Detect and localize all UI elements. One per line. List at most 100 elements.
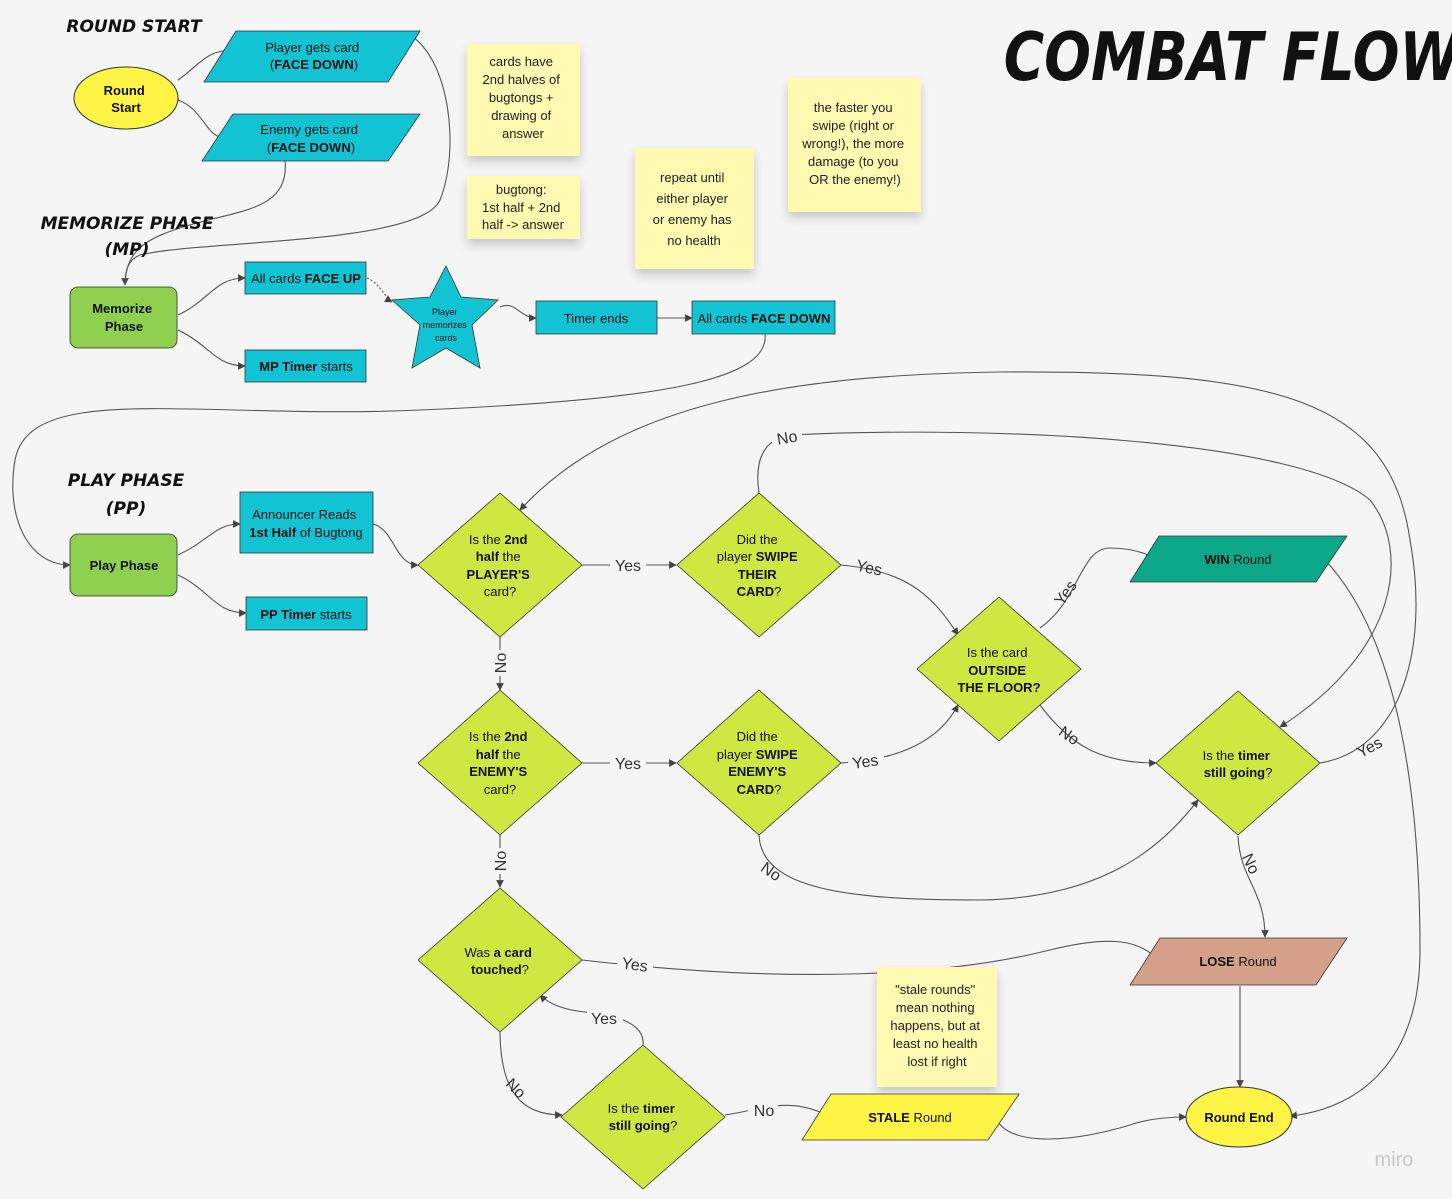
node-player-gets-card[interactable]: Player gets card (FACE DOWN) <box>203 30 421 83</box>
decision-swipe-their-card[interactable]: Did the player SWIPE THEIR CARD? <box>676 492 842 638</box>
edge-play-announcer <box>177 520 241 556</box>
svg-text:PP Timer starts: PP Timer starts <box>260 607 352 622</box>
section-memorize-abbr: (MP) <box>105 240 150 260</box>
node-lose-round[interactable]: LOSE Round <box>1129 937 1348 986</box>
node-mp-timer-starts[interactable]: MP Timer starts <box>244 349 367 383</box>
decision-player-half[interactable]: Is the 2nd half the PLAYER'S card? <box>417 492 583 638</box>
sticky-faster[interactable]: the faster you swipe (right or wrong!), … <box>788 78 921 212</box>
edge-win-end <box>1289 559 1421 1120</box>
edge-roundstart-enemy <box>177 99 227 142</box>
edge-timer-no-lose <box>1237 835 1269 938</box>
edge-enemy-memorize <box>124 159 286 286</box>
node-stale-round[interactable]: STALE Round <box>801 1093 1020 1141</box>
decision-enemy-half[interactable]: Is the 2nd half the ENEMY'S card? <box>417 689 583 836</box>
title-combat-flow: COMBAT FLOW <box>1004 19 1452 96</box>
section-memorize: MEMORIZE PHASE <box>41 214 214 234</box>
label-no-swipe-loop: No <box>776 428 799 448</box>
svg-text:Memorize Phase: Memorize Phase <box>92 301 156 334</box>
section-play: PLAY PHASE <box>68 471 185 491</box>
edge-swipeenemy-no-timer <box>758 799 1199 901</box>
decision-card-touched[interactable]: Was a card touched? <box>417 887 583 1033</box>
node-play-phase[interactable]: Play Phase <box>69 533 178 597</box>
svg-text:Did the player SWIPE: Did the player SWIPE THEIR CARD? <box>717 532 802 599</box>
label-no-d1: No <box>493 653 510 674</box>
label-no-timer-low: No <box>754 1103 775 1120</box>
sticky-stale[interactable]: "stale rounds" mean nothing happens, but… <box>877 967 997 1087</box>
svg-text:Enemy gets card (FACE DO: Enemy gets card (FACE DOWN) <box>260 122 361 155</box>
svg-text:STALE Round: STALE Round <box>868 1110 952 1125</box>
svg-text:Is the timer still going: Is the timer still going? <box>1203 748 1274 780</box>
label-no-timer-right: No <box>1238 851 1262 877</box>
label-yes-d2: Yes <box>615 756 641 773</box>
sticky-halves[interactable]: cards have 2nd halves of bugtongs + draw… <box>467 44 580 156</box>
edge-memorize-faceup <box>177 274 246 316</box>
svg-text:Announcer Reads 1st Half: Announcer Reads 1st Half of Bugtong <box>249 507 362 540</box>
node-round-start[interactable]: Round Start <box>73 66 179 130</box>
edge-outside-win <box>1039 547 1156 629</box>
svg-text:"stale rounds" mean noth: "stale rounds" mean nothing happens, but… <box>890 982 983 1069</box>
label-yes-touched: Yes <box>621 955 649 975</box>
svg-text:Player gets card (FACE D: Player gets card (FACE DOWN) <box>265 40 363 72</box>
svg-text:cards have 2nd halves of: cards have 2nd halves of bugtongs + draw… <box>483 54 564 141</box>
section-round-start: ROUND START <box>66 17 203 37</box>
label-no-d2: No <box>493 851 510 872</box>
svg-text:LOSE Round: LOSE Round <box>1199 954 1276 969</box>
node-enemy-gets-card[interactable]: Enemy gets card (FACE DOWN) <box>201 113 421 162</box>
edge-facedown-playphase <box>12 333 766 569</box>
svg-text:Did the player SWIPE: Did the player SWIPE ENEMY'S CARD? <box>717 729 802 797</box>
edge-memorizes-timerends <box>499 304 537 322</box>
edge-touched-timer <box>499 1029 563 1119</box>
svg-text:Play Phase: Play Phase <box>90 558 159 573</box>
edge-touched-lose <box>581 940 1159 976</box>
svg-text:bugtong: 1st half + 2nd: bugtong: 1st half + 2nd half -> answer <box>482 182 565 232</box>
svg-text:the faster you swipe (ri: the faster you swipe (right or wrong!), … <box>801 100 908 187</box>
edge-swipe-outside <box>839 564 959 636</box>
node-win-round[interactable]: WIN Round <box>1129 535 1348 583</box>
sticky-bugtong[interactable]: bugtong: 1st half + 2nd half -> answer <box>467 176 580 239</box>
svg-text:All cards FACE DOWN: All cards FACE DOWN <box>698 311 831 326</box>
node-announcer-reads[interactable]: Announcer Reads 1st Half of Bugtong <box>239 491 374 554</box>
svg-text:Is the card OUTSIDE: Is the card OUTSIDE THE FLOOR? <box>957 645 1040 695</box>
svg-text:Is the 2nd half the: Is the 2nd half the ENEMY'S card? <box>469 729 531 797</box>
decision-timer-still-going-bottom[interactable]: Is the timer still going? <box>560 1044 726 1190</box>
svg-text:Is the 2nd half the: Is the 2nd half the PLAYER'S card? <box>467 532 534 599</box>
svg-text:MP Timer starts: MP Timer starts <box>259 359 353 374</box>
edge-timer-touched-yes <box>539 994 644 1046</box>
svg-text:All cards FACE UP: All cards FACE UP <box>251 271 361 286</box>
svg-text:Is the timer still going: Is the timer still going? <box>608 1101 679 1133</box>
decision-swipe-enemy-card[interactable]: Did the player SWIPE ENEMY'S CARD? <box>676 689 842 836</box>
label-yes-swipeenemy: Yes <box>851 752 879 772</box>
label-yes-swipe: Yes <box>854 558 883 580</box>
svg-text:WIN Round: WIN Round <box>1204 552 1271 567</box>
svg-text:Round End: Round End <box>1204 1110 1273 1125</box>
edge-faceup-memorizes <box>366 277 393 303</box>
node-pp-timer-starts[interactable]: PP Timer starts <box>245 596 368 631</box>
section-play-abbr: (PP) <box>106 499 146 519</box>
sticky-repeat[interactable]: repeat until either player or enemy has … <box>635 148 754 269</box>
label-no-swipeenemy: No <box>757 859 784 885</box>
edge-announcer-d1 <box>372 523 419 569</box>
edge-player-memorize <box>121 34 451 286</box>
svg-text:Round Start: Round Start <box>104 83 149 115</box>
node-round-end[interactable]: Round End <box>1185 1086 1293 1148</box>
edge-stale-end <box>994 1113 1187 1140</box>
label-yes-timer-right: Yes <box>1354 734 1385 761</box>
node-all-cards-face-up[interactable]: All cards FACE UP <box>244 261 367 295</box>
edge-memorize-mptimer <box>177 329 246 370</box>
label-yes-d1: Yes <box>615 558 641 575</box>
node-memorize-phase[interactable]: Memorize Phase <box>69 286 178 349</box>
decision-timer-still-going-right[interactable]: Is the timer still going? <box>1155 690 1321 836</box>
svg-text:Was a card touched?: Was a card touched? <box>464 945 535 977</box>
node-timer-ends[interactable]: Timer ends <box>535 300 658 335</box>
edge-outside-timer <box>1039 704 1157 767</box>
node-all-cards-face-down[interactable]: All cards FACE DOWN <box>691 300 836 335</box>
edge-timer-yes-loop <box>519 371 1417 764</box>
svg-text:Timer ends: Timer ends <box>564 311 629 326</box>
svg-text:repeat until either play: repeat until either player or enemy has … <box>653 170 735 248</box>
edge-play-pptimer <box>177 574 247 617</box>
node-player-memorizes-star[interactable]: Player memorizes cards <box>391 265 499 369</box>
edge-labels: Yes Yes No No Yes Yes No Yes No No Yes N… <box>490 428 1385 1120</box>
label-yes-timer-low: Yes <box>591 1011 617 1028</box>
decision-card-outside-floor[interactable]: Is the card OUTSIDE THE FLOOR? <box>916 596 1082 742</box>
